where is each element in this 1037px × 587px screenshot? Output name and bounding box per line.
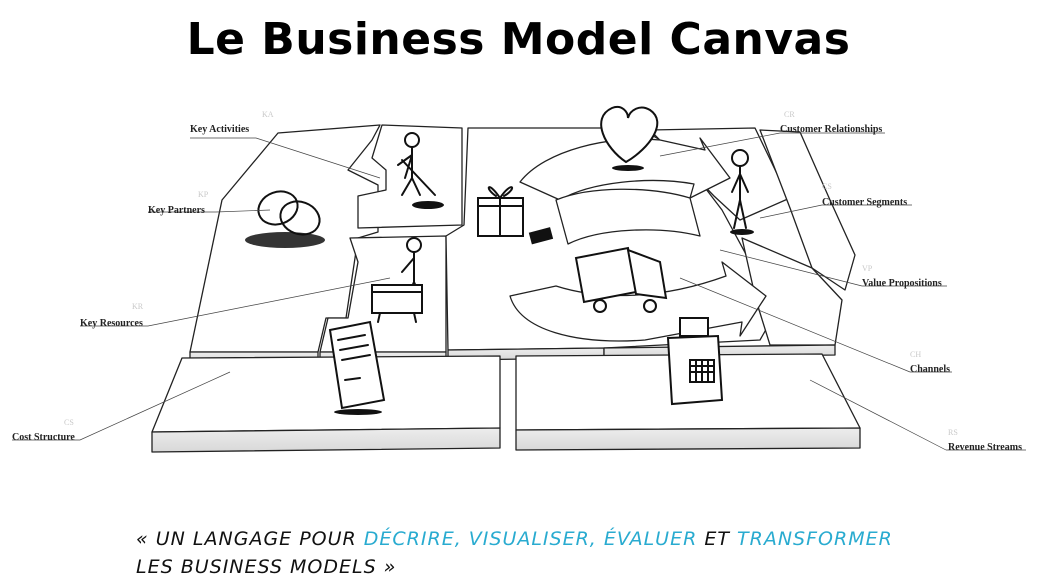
label-customer-segments: Customer Segments (822, 197, 908, 208)
cash-register-icon (666, 317, 724, 406)
person-icon (730, 149, 754, 235)
label-revenue-streams: Revenue Streams (948, 442, 1022, 453)
label-customer-relationships: Customer Relationships (780, 124, 883, 135)
quote-word-visualise: visualiser, (468, 528, 597, 550)
abbr-value-propositions: VP (862, 264, 873, 273)
abbr-customer-relationships: CR (784, 110, 795, 119)
heart-icon (600, 106, 659, 171)
quote-word-evaluate: évaluer (603, 528, 698, 550)
cost-structure-block (151, 355, 501, 453)
label-channels: Channels (910, 364, 951, 375)
leader-lines (12, 132, 1026, 451)
inner-arc (555, 188, 701, 245)
page-title: Le Business Model Canvas (186, 14, 851, 65)
quote-word-transform: transformer (737, 528, 893, 550)
abbr-key-activities: KA (262, 110, 274, 119)
label-key-resources: Key Resources (80, 318, 143, 329)
customer-segments-block (759, 129, 856, 291)
gift-icon (477, 186, 554, 245)
rings-icon (245, 190, 325, 248)
quote-open: « un langage pour (136, 528, 357, 550)
tagline-quote: « un langage pour décrire, visualiser, é… (136, 525, 896, 581)
abbr-revenue-streams: RS (948, 428, 958, 437)
abbr-key-partners: KP (198, 190, 209, 199)
abbr-cost-structure: CS (64, 418, 74, 427)
abbr-customer-segments: CS (822, 182, 832, 191)
abbr-key-resources: KR (132, 302, 144, 311)
invoice-icon (328, 320, 386, 415)
quote-and: et (704, 528, 730, 550)
digging-person-icon (397, 132, 444, 209)
label-key-partners: Key Partners (148, 205, 205, 216)
quote-word-describe: décrire, (363, 528, 462, 550)
label-key-activities: Key Activities (190, 124, 250, 135)
label-cost-structure: Cost Structure (12, 432, 75, 443)
truck-icon (574, 246, 668, 313)
person-with-crate-icon (371, 237, 423, 323)
quote-tail: les business models » (136, 556, 397, 578)
label-value-propositions: Value Propositions (862, 278, 942, 289)
abbr-channels: CH (910, 350, 922, 359)
